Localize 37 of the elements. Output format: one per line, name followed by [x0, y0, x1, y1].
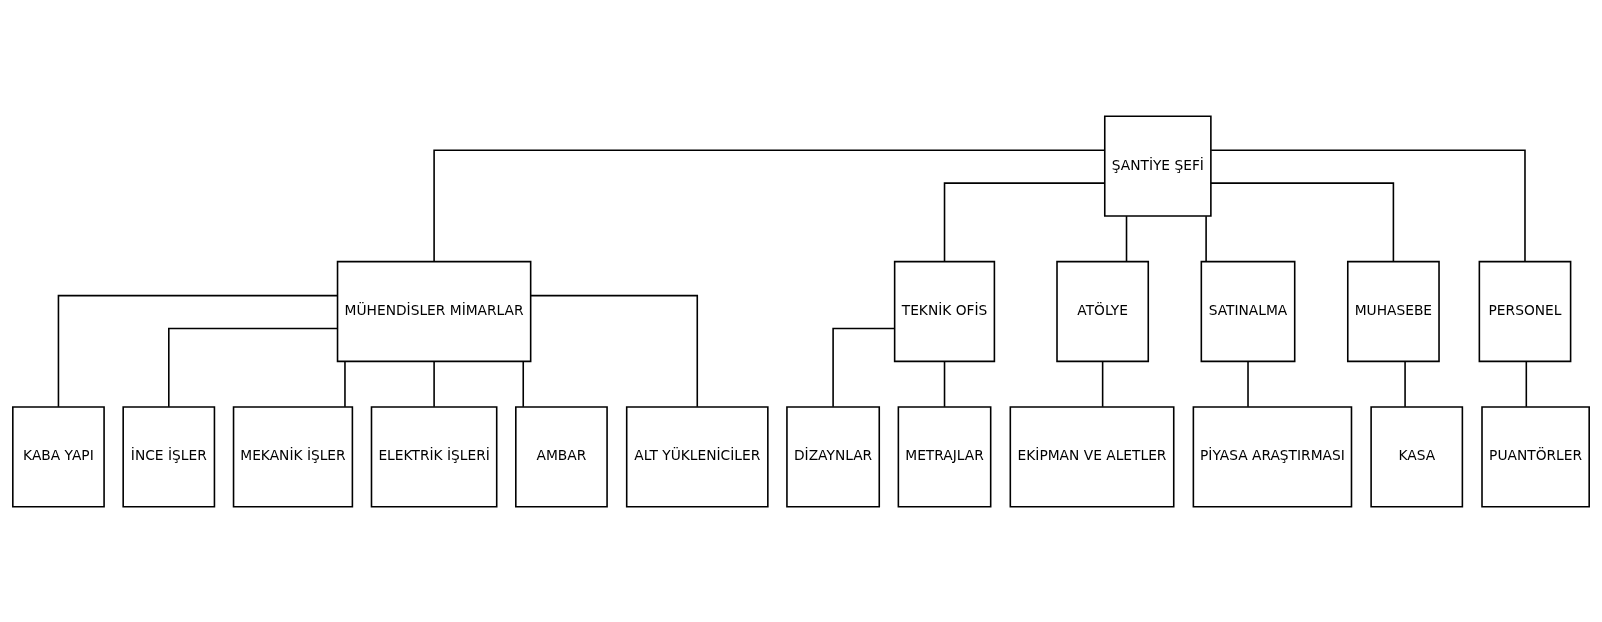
node-box: MÜHENDİSLER MİMARLAR [336, 260, 532, 362]
node-box: ELEKTRİK İŞLERİ [370, 405, 498, 508]
node-box: PİYASA ARAŞTIRMASI [1192, 405, 1353, 508]
node-box: METRAJLAR [897, 405, 992, 508]
connector [1205, 214, 1207, 262]
connector [522, 360, 525, 408]
connector [1125, 214, 1128, 262]
connector [344, 360, 346, 408]
node-box: ATÖLYE [1056, 260, 1150, 362]
node-box: KABA YAPI [12, 405, 105, 508]
connector [1210, 148, 1526, 262]
connector [1525, 360, 1528, 408]
node-box: DİZAYNLAR [786, 405, 881, 508]
connector [1101, 360, 1104, 408]
node-box: ŞANTİYE ŞEFİ [1103, 114, 1212, 217]
node-box: EKİPMAN VE ALETLER [1009, 405, 1175, 508]
connector [1404, 360, 1406, 408]
node-box: TEKNİK OFİS [893, 260, 996, 362]
node-box: PERSONEL [1478, 260, 1572, 362]
connector [433, 360, 435, 408]
node-box: MUHASEBE [1346, 260, 1440, 362]
connector [168, 327, 338, 408]
node-box: MEKANİK İŞLER [232, 405, 354, 508]
connector [1210, 181, 1395, 262]
node-box: İNCE İŞLER [122, 405, 216, 508]
connector [57, 294, 339, 408]
node-box: AMBAR [515, 405, 608, 508]
connector [832, 327, 896, 408]
connector [530, 294, 699, 408]
node-box: KASA [1370, 405, 1464, 508]
connector [943, 181, 1106, 262]
connector [433, 148, 1106, 262]
connector [1247, 360, 1249, 408]
node-box: SATINALMA [1200, 260, 1296, 362]
node-box: PUANTÖRLER [1481, 405, 1590, 508]
node-box: ALT YÜKLENİCİLER [625, 405, 769, 508]
connector [943, 360, 946, 408]
